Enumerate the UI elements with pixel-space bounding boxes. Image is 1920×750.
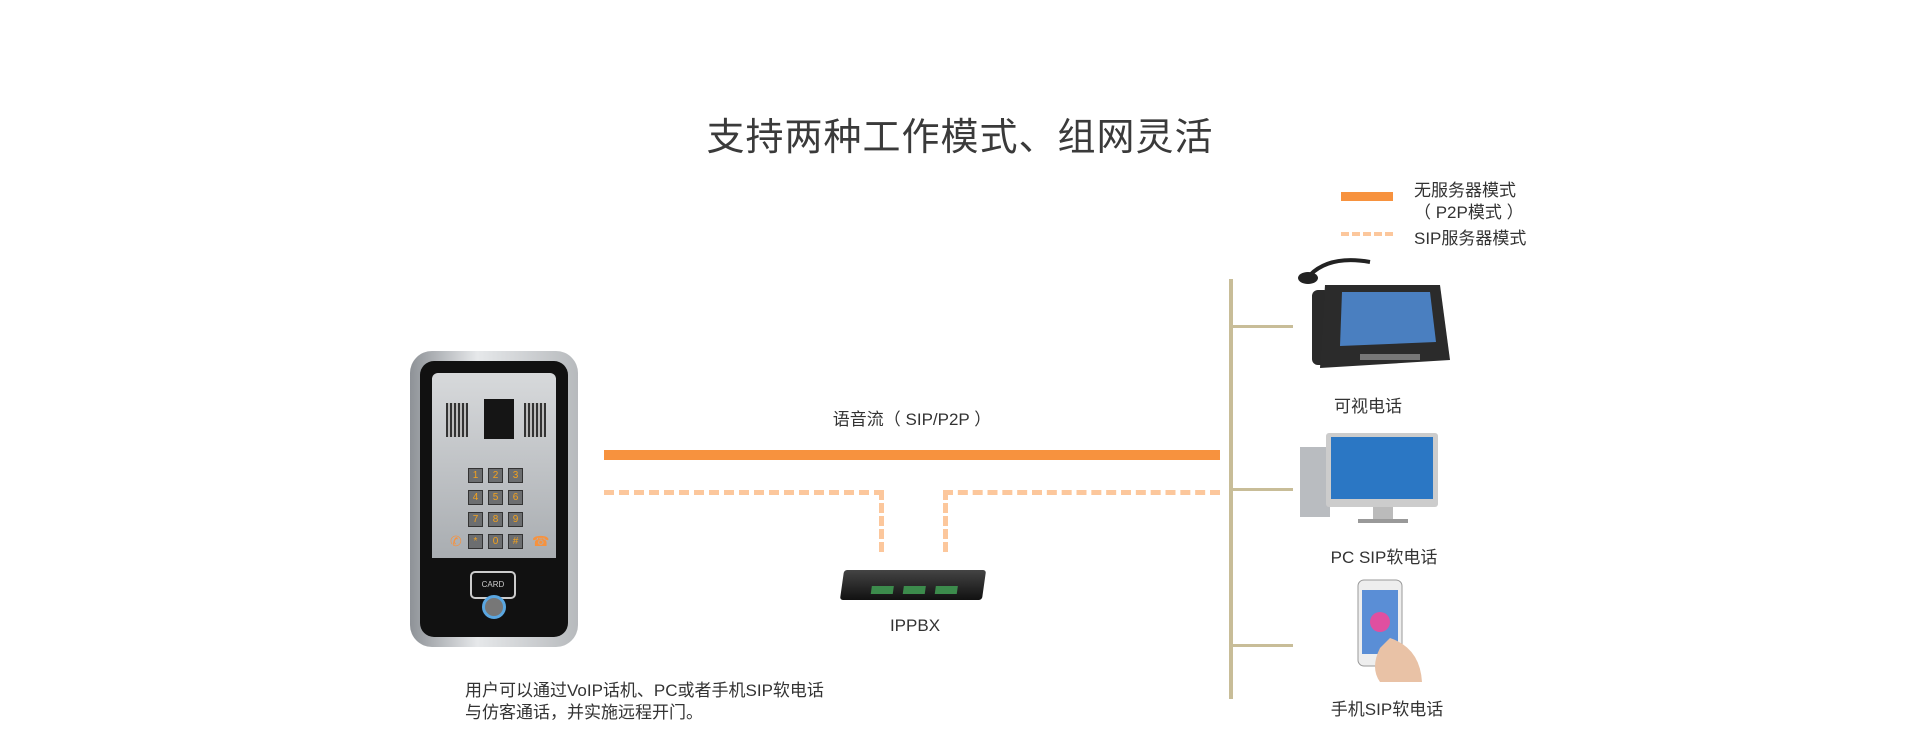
key: * xyxy=(468,534,483,549)
bus-branch xyxy=(1231,488,1293,491)
page-title: 支持两种工作模式、组网灵活 xyxy=(706,117,1214,159)
hangup-icon: ☎ xyxy=(532,533,550,549)
speaker-grill xyxy=(524,403,546,437)
key: 6 xyxy=(508,490,523,505)
legend-p2p-sublabel: （ P2P模式 ） xyxy=(1414,203,1524,222)
video-phone-icon xyxy=(1290,250,1455,380)
video-phone-label: 可视电话 xyxy=(1334,397,1402,416)
key: 5 xyxy=(488,490,503,505)
ethernet-port-icon xyxy=(902,586,926,594)
legend-dashed-line xyxy=(1341,232,1393,236)
sip-line-from-ippbx xyxy=(943,490,1220,552)
door-intercom-device: 1 2 3 4 5 6 7 8 9 * 0 # ✆ ☎ CARD xyxy=(410,351,578,647)
camera-icon xyxy=(484,399,514,439)
mobile-softphone-label: 手机SIP软电话 xyxy=(1330,700,1444,719)
speaker-grill xyxy=(446,403,468,437)
key: 2 xyxy=(488,468,503,483)
key: 8 xyxy=(488,512,503,527)
pc-monitor-icon xyxy=(1298,431,1442,527)
key: 3 xyxy=(508,468,523,483)
ippbx-device xyxy=(839,570,987,600)
key: 7 xyxy=(468,512,483,527)
p2p-connection-line xyxy=(604,450,1220,460)
legend-p2p-label: 无服务器模式 xyxy=(1414,181,1516,200)
description-line-2: 与仿客通话，并实施远程开门。 xyxy=(465,703,703,722)
sip-line-to-ippbx xyxy=(604,490,884,552)
ethernet-port-icon xyxy=(934,586,958,594)
key: # xyxy=(508,534,523,549)
key: 0 xyxy=(488,534,503,549)
bus-branch xyxy=(1231,644,1293,647)
legend-solid-line xyxy=(1341,192,1393,201)
mobile-phone-icon xyxy=(1350,578,1430,684)
key: 4 xyxy=(468,490,483,505)
voice-stream-label: 语音流（ SIP/P2P ） xyxy=(832,410,992,429)
doorbell-button-icon xyxy=(482,595,506,619)
bus-branch xyxy=(1231,325,1293,328)
legend-sip-label: SIP服务器模式 xyxy=(1414,229,1527,248)
description-line-1: 用户可以通过VoIP话机、PC或者手机SIP软电话 xyxy=(465,681,824,700)
key: 9 xyxy=(508,512,523,527)
call-icon: ✆ xyxy=(450,533,462,549)
door-faceplate: 1 2 3 4 5 6 7 8 9 * 0 # ✆ ☎ xyxy=(432,373,556,558)
ethernet-port-icon xyxy=(870,586,894,594)
pc-softphone-label: PC SIP软电话 xyxy=(1330,548,1438,567)
ippbx-label: IPPBX xyxy=(889,616,941,635)
key: 1 xyxy=(468,468,483,483)
